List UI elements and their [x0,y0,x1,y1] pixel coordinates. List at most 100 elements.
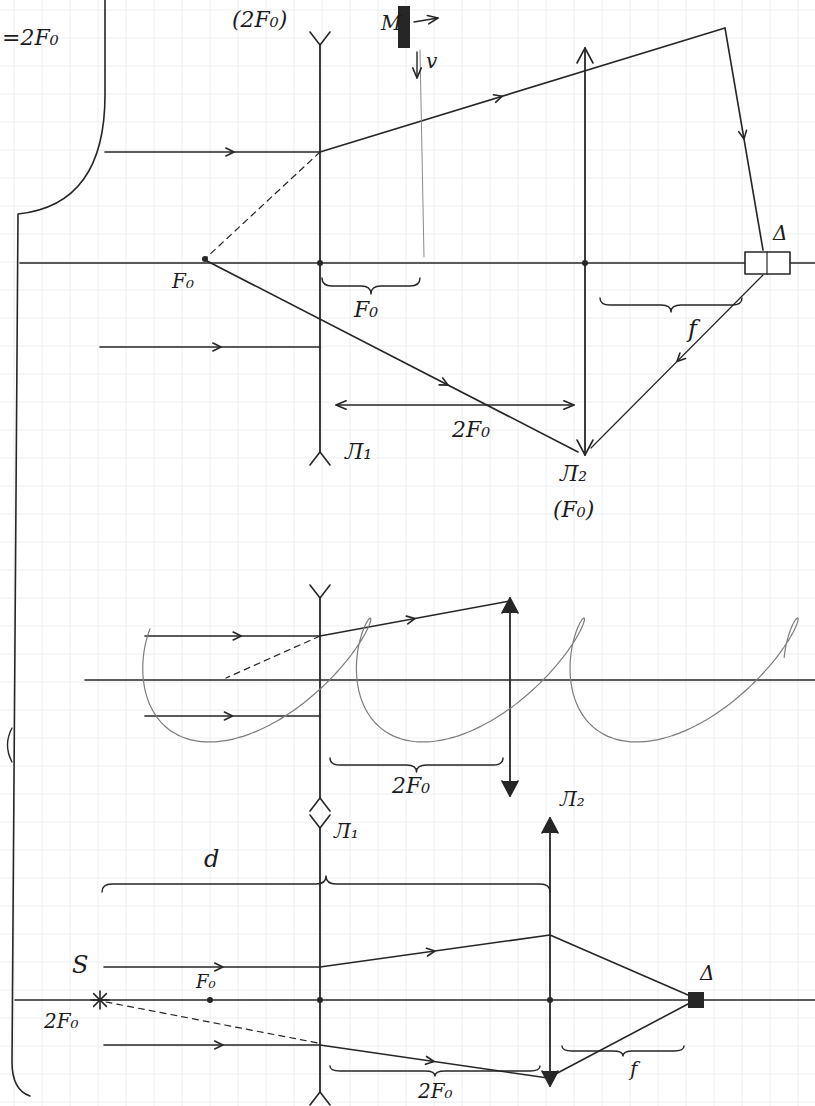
grid-line [126,0,127,1106]
sketch-label: M [381,12,401,34]
grid-line [98,0,99,1106]
sketch-label: f [688,316,697,342]
grid-line [378,0,379,1106]
sketch-label: Δ [700,962,714,984]
grid-line [0,906,815,907]
grid-line [658,0,659,1106]
sketch-label: F₀ [196,972,216,992]
grid-line [0,290,815,291]
virtual-ray [207,152,320,257]
light-ray [104,966,320,968]
grid-line [490,0,491,1106]
sketch-label: Л₂ [560,462,587,486]
grid-line [714,0,715,1106]
grid-line [574,0,575,1106]
lens-end [577,48,593,63]
sketch-label: (F₀) [553,498,594,522]
arrow-head [426,948,435,956]
scribble-wave [143,618,798,742]
grid-line [154,0,155,1106]
arrow-head [677,353,685,362]
sketch-label: Δ [773,222,787,244]
source-star [94,1000,100,1006]
grid-line [0,206,815,207]
arrow-head [406,616,415,624]
grid-line [182,0,183,1106]
lens-end [310,32,330,45]
sketch-label: =2F₀ [2,26,59,50]
detector [688,992,704,1008]
sketch-label: Л₁ [345,440,372,464]
grid-line [686,0,687,1106]
light-ray [320,601,510,636]
source-star [100,994,106,1000]
sketch-label: 2F₀ [392,774,430,798]
sketch-label: Л₂ [560,788,585,810]
light-ray [145,635,320,637]
dimension-brace [322,278,420,294]
grid-line [0,822,815,823]
grid-line [0,738,815,739]
grid-line [0,150,815,151]
grid-line [0,374,815,375]
grid-line [0,626,815,627]
dimension-brace [600,298,742,312]
point-dot [207,997,213,1003]
grid-line [322,0,323,1106]
grid-line [0,934,815,935]
source-star [94,994,100,1000]
grid-line [0,514,815,515]
dimension-brace [562,1046,684,1056]
grid-line [0,1018,815,1019]
lens-end [310,815,330,828]
light-ray [320,935,550,967]
light-ray [725,28,763,250]
grid-line [406,0,407,1106]
light-ray [105,151,320,153]
grid-line [0,430,815,431]
sketch-label: S [72,952,88,978]
grid-line [0,682,815,683]
grid-line [630,0,631,1106]
arrow-head [336,401,346,410]
grid-line [0,1046,815,1047]
detector-divider [766,252,767,274]
arrow-head [564,401,574,410]
grid-line [0,458,815,459]
sketch-label: 2F₀ [44,1010,79,1032]
grid-line [0,178,815,179]
optical-axis [20,262,815,264]
grid-line [602,0,603,1106]
diverging-lens [319,45,321,452]
grid-line [742,0,743,1106]
grid-line [0,402,815,403]
light-ray [591,275,763,448]
grid-line [0,122,815,123]
optical-axis [85,679,815,681]
grid-line [0,1074,815,1075]
point-dot [317,997,323,1003]
grid-line [0,1102,815,1103]
converging-lens [509,598,511,796]
arrow-head [233,632,241,640]
grid-line [462,0,463,1106]
guide-line [420,50,424,257]
sketch-label: Л₁ [334,820,359,842]
lens-end [310,452,330,465]
lens-end [310,1092,330,1105]
grid-line [798,0,799,1106]
light-ray [550,935,688,995]
dimension-brace [102,876,550,892]
grid-line [0,234,815,235]
grid-line [0,710,815,711]
grid-line [350,0,351,1106]
grid-line [0,570,815,571]
arrow-head [439,378,448,385]
lens-end [502,781,518,796]
light-ray [320,1045,548,1078]
light-ray [207,261,578,452]
diverging-lens [319,828,321,1092]
arrow-head [215,963,223,971]
converging-lens [584,48,586,455]
